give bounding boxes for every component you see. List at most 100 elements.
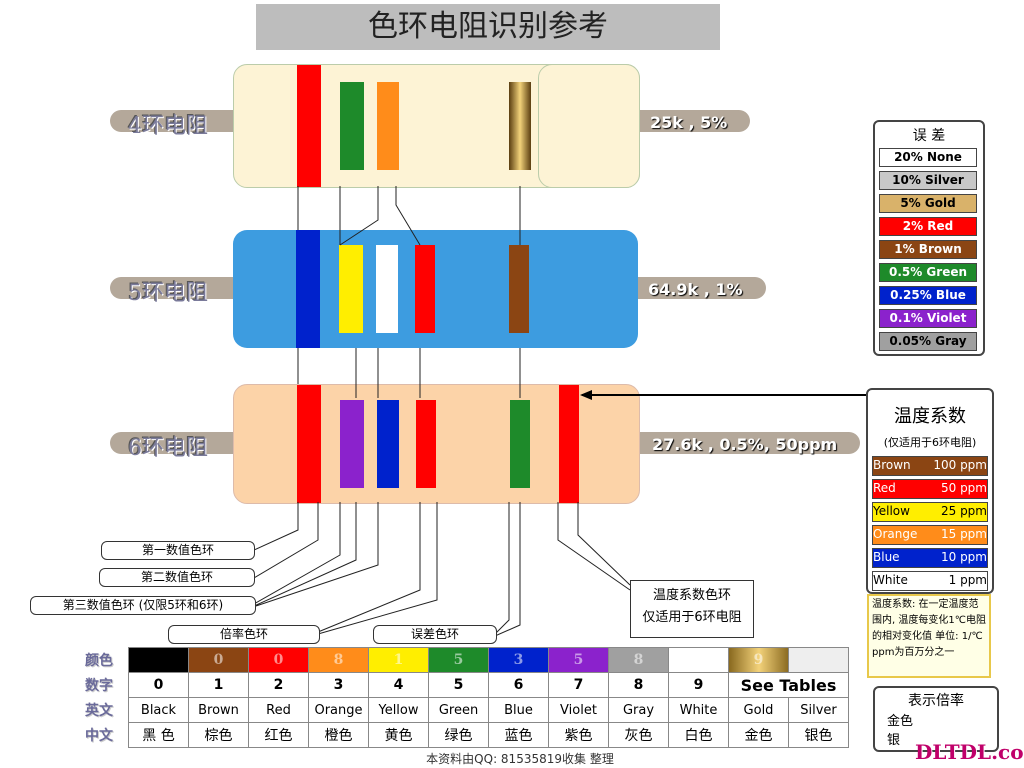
band-red — [297, 385, 321, 503]
table-cell: 3 — [488, 647, 549, 673]
table-cell: 6 — [488, 672, 549, 698]
tempco-color-name: Brown — [873, 458, 911, 472]
table-cell: 8 — [308, 647, 369, 673]
resistor-6-label: 6环电阻 — [128, 436, 208, 461]
table-cell: 9 — [668, 672, 729, 698]
multiplier-box: 表示倍率 金色 银 — [873, 686, 999, 752]
table-cell: Orange — [308, 697, 369, 723]
tempco-chip: Orange 15 ppm — [872, 525, 988, 545]
table-cell: 蓝色 — [488, 722, 549, 748]
tolerance-chip: 0.05% Gray — [879, 332, 977, 351]
table-cell: 5 — [428, 647, 489, 673]
resistor-4-label: 4环电阻 — [128, 114, 208, 139]
table-row-header: 中文 — [85, 728, 113, 744]
table-cell: 2 — [248, 672, 309, 698]
band-red — [416, 400, 436, 488]
tolerance-chip: 2% Red — [879, 217, 977, 236]
table-cell: Brown — [188, 697, 249, 723]
tempco-band-line1: 温度系数色环 — [652, 588, 731, 603]
tempco-value: 15 ppm — [940, 527, 987, 541]
tempco-chip: Blue 10 ppm — [872, 548, 988, 568]
table-cell: 紫色 — [548, 722, 609, 748]
tempco-value: 100 ppm — [933, 458, 987, 472]
table-cell: 绿色 — [428, 722, 489, 748]
table-cell: 灰色 — [608, 722, 669, 748]
band-orange — [377, 82, 399, 170]
tempco-color-name: White — [873, 573, 908, 587]
table-cell: Gold — [728, 697, 789, 723]
table-cell: 0 — [188, 647, 249, 673]
tolerance-chip: 5% Gold — [879, 194, 977, 213]
table-cell — [128, 647, 189, 673]
table-cell: Black — [128, 697, 189, 723]
tempco-value: 50 ppm — [940, 481, 987, 495]
table-cell: 红色 — [248, 722, 309, 748]
tempco-title: 温度系数 — [894, 406, 966, 427]
table-cell: 银色 — [788, 722, 849, 748]
table-cell: 8 — [608, 647, 669, 673]
multiplier-line2: 金色 — [887, 714, 914, 729]
tempco-value: 25 ppm — [940, 504, 987, 518]
table-cell: 1 — [188, 672, 249, 698]
multiplier-line3: 银 — [887, 733, 901, 748]
table-cell: 黄色 — [368, 722, 429, 748]
tempco-band-line2: 仅适用于6环电阻 — [642, 610, 742, 625]
table-cell: See Tables — [728, 672, 849, 698]
tempco-color-name: Blue — [873, 550, 900, 564]
band-violet — [340, 400, 364, 488]
tempco-value: 10 ppm — [940, 550, 987, 564]
tolerance-chip: 10% Silver — [879, 171, 977, 190]
band-blue — [296, 230, 320, 348]
table-cell: 8 — [608, 672, 669, 698]
resistor-5-body — [233, 230, 638, 348]
table-cell: 0 — [128, 672, 189, 698]
table-row-header: 数字 — [85, 678, 113, 694]
tolerance-title: 误 差 — [912, 128, 946, 144]
tempco-subtitle: (仅适用于6环电阻) — [883, 436, 977, 449]
label-tempco-band: 温度系数色环 仅适用于6环电阻 — [630, 580, 754, 638]
table-cell: White — [668, 697, 729, 723]
resistor-6-body — [233, 384, 640, 504]
table-cell: 5 — [428, 672, 489, 698]
table-row-header: 英文 — [85, 703, 113, 719]
table-cell: 9 — [728, 647, 789, 673]
tolerance-chip: 20% None — [879, 148, 977, 167]
table-cell: Green — [428, 697, 489, 723]
band-red — [415, 245, 435, 333]
band-yellow — [339, 245, 363, 333]
table-cell: 黑 色 — [128, 722, 189, 748]
table-cell: Red — [248, 697, 309, 723]
label-third-band: 第三数值色环 (仅限5环和6环) — [30, 596, 256, 615]
table-cell: Gray — [608, 697, 669, 723]
table-cell: 1 — [368, 647, 429, 673]
resistor-5-label: 5环电阻 — [128, 281, 208, 306]
resistor-4-value: 25k , 5% — [650, 113, 728, 132]
tempco-color-name: Yellow — [873, 504, 910, 518]
table-cell: Silver — [788, 697, 849, 723]
resistor-4-neck-band — [509, 82, 531, 170]
table-cell: 白色 — [668, 722, 729, 748]
tempco-chip: White 1 ppm — [872, 571, 988, 591]
band-white — [376, 245, 398, 333]
table-cell: 橙色 — [308, 722, 369, 748]
table-cell: 金色 — [728, 722, 789, 748]
label-first-band: 第一数值色环 — [101, 541, 255, 560]
table-cell: 3 — [308, 672, 369, 698]
resistor-5-value: 64.9k , 1% — [648, 280, 743, 299]
tempco-value: 1 ppm — [948, 573, 987, 587]
tempco-color-name: Orange — [873, 527, 918, 541]
multiplier-title: 表示倍率 — [908, 693, 964, 709]
tolerance-chip: 0.1% Violet — [879, 309, 977, 328]
table-cell: 5 — [548, 647, 609, 673]
band-green — [510, 400, 530, 488]
table-cell: 7 — [548, 672, 609, 698]
tolerance-chip: 0.25% Blue — [879, 286, 977, 305]
